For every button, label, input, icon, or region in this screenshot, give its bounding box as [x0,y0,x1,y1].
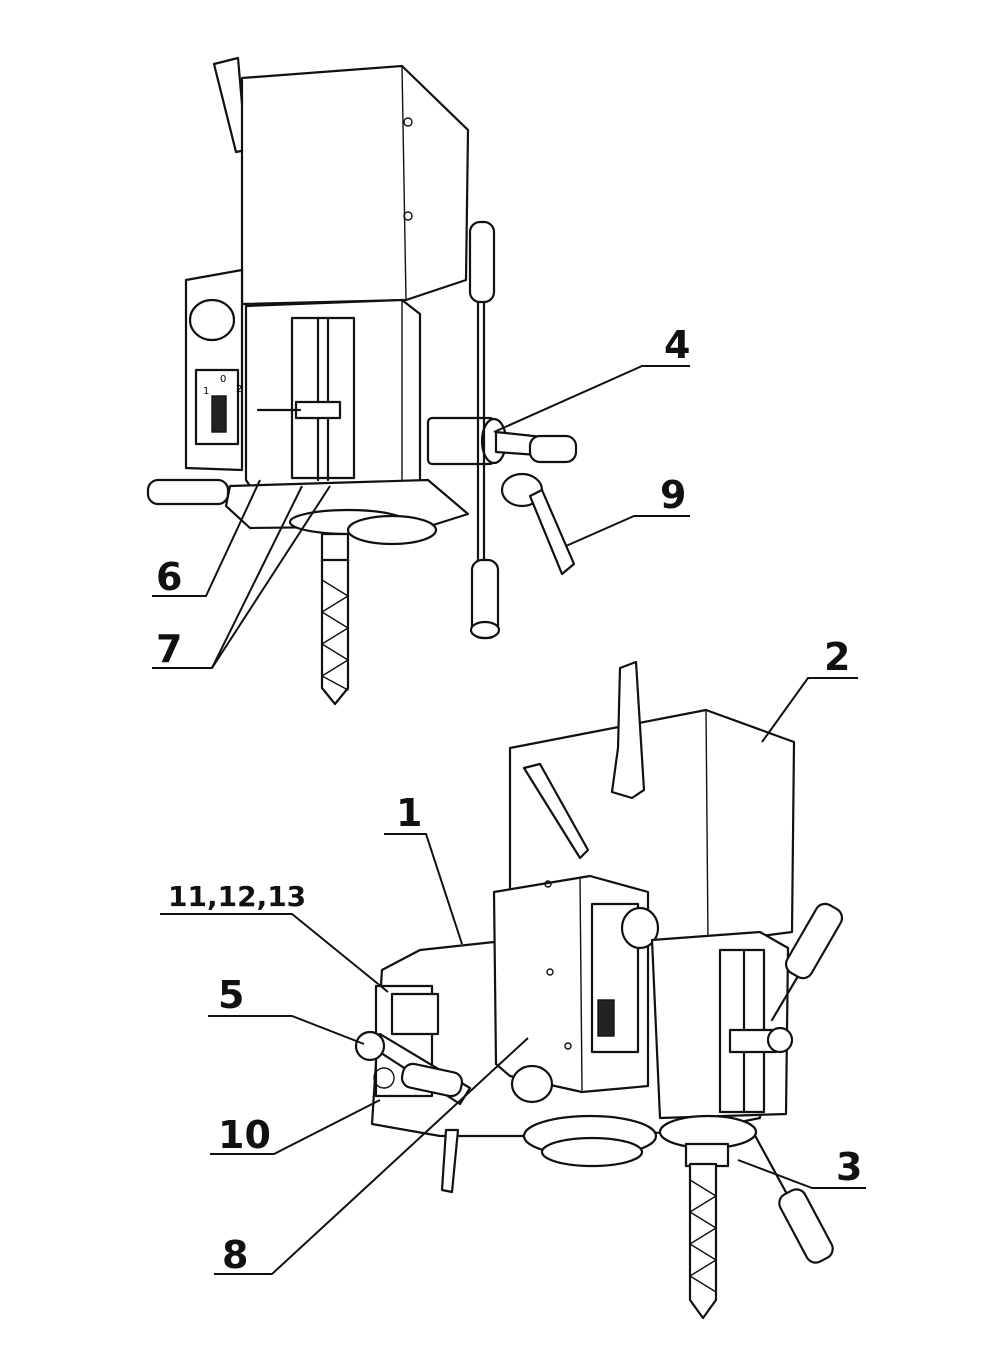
leader-7b [211,485,331,669]
bottom-crank-knob [354,1030,386,1062]
top-feed-arm-upper [468,220,496,304]
callouts: 4 9 6 7 2 1 11,12,13 5 10 3 8 [152,323,866,1277]
callout-4: 4 [664,323,690,367]
selector-mark-0: 0 [220,374,226,385]
leader-3 [737,1159,866,1189]
top-selector-switch [211,395,227,433]
bottom-switch-block [390,992,440,1036]
top-drill-bit [320,558,350,706]
bottom-crank-handle [400,1062,464,1098]
callout-1: 1 [396,791,422,835]
leader-5 [208,1015,365,1045]
leader-6 [152,479,261,597]
bottom-support-arm [522,762,590,860]
top-feed-knob [528,434,578,464]
leader-8 [214,1037,529,1275]
bottom-motor-knob [620,906,660,950]
callout-11-12-13: 11,12,13 [168,880,306,913]
bottom-feed-arm-lower [778,1188,834,1264]
callout-2: 2 [824,635,850,679]
top-spindle [320,532,350,564]
bottom-drill-unit [354,660,844,1320]
leader-1 [384,833,463,945]
leader-9 [565,515,690,547]
top-depth-scale-window [290,316,356,480]
leader-10 [210,1099,381,1155]
leader-11-12-13 [160,913,389,993]
leader-2 [761,677,858,743]
selector-mark-2: 2 [236,384,242,395]
bottom-foot [440,1128,460,1194]
callout-5: 5 [218,973,244,1017]
top-motor-housing [240,64,470,306]
top-left-handle [146,478,230,506]
callout-3: 3 [836,1145,862,1189]
bottom-spindle [684,1142,730,1168]
leader-4 [493,365,690,433]
callout-8: 8 [222,1233,248,1277]
callout-7: 7 [156,627,182,671]
top-depth-stop [294,400,342,420]
bottom-elbow-fitting [510,1064,554,1104]
top-drill-head: 1 0 2 [146,56,578,706]
callout-10: 10 [218,1113,271,1157]
top-motor-knob [188,298,236,342]
callout-9: 9 [660,473,686,517]
callout-6: 6 [156,555,182,599]
selector-mark-1: 1 [203,386,209,397]
bottom-tilt-flag [610,660,646,800]
bottom-feed-arm-upper [784,902,844,980]
top-lock-lever [528,488,576,576]
bottom-selector-switch [597,999,615,1037]
